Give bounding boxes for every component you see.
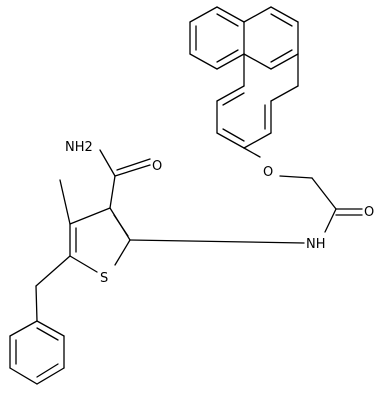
bond xyxy=(69,255,98,273)
bond-double xyxy=(116,158,151,171)
phenyl-ring xyxy=(9,320,65,385)
bond xyxy=(36,320,65,337)
bond xyxy=(216,6,245,23)
bond xyxy=(69,207,111,225)
bond xyxy=(243,132,272,149)
bond xyxy=(270,85,299,102)
ether-oxygen-label: O xyxy=(263,165,273,180)
bond xyxy=(216,53,245,70)
bond xyxy=(324,208,337,233)
amide-nh-label: NH xyxy=(306,237,326,252)
amide-oxygen-label: O xyxy=(152,159,162,174)
ether-linkage xyxy=(216,53,299,158)
bond-double xyxy=(36,327,59,341)
bond xyxy=(129,239,305,244)
bond-double xyxy=(270,49,293,63)
thiophene-ring xyxy=(69,207,131,273)
bond xyxy=(9,367,38,385)
bond xyxy=(109,175,116,209)
bond xyxy=(9,320,38,337)
bond-double xyxy=(36,363,59,378)
bond-double xyxy=(270,13,293,27)
methyl-bond xyxy=(59,179,71,225)
bond xyxy=(216,132,245,149)
bond xyxy=(270,53,299,70)
bond-double xyxy=(113,214,129,237)
bond-double xyxy=(222,128,245,142)
benzyl-bond xyxy=(35,285,38,322)
bond xyxy=(189,6,218,23)
bond xyxy=(270,6,299,23)
acetamide-chain xyxy=(279,175,363,233)
bond-double xyxy=(216,49,239,63)
benzyl-bond xyxy=(35,255,71,287)
bond xyxy=(243,6,272,23)
bond xyxy=(243,53,272,70)
bond xyxy=(114,164,151,177)
bond xyxy=(311,177,337,210)
naphthalene-ring xyxy=(189,6,299,70)
bond-double xyxy=(222,92,245,106)
bond xyxy=(99,149,116,177)
bond xyxy=(279,175,313,179)
bond-double xyxy=(216,13,239,27)
bond xyxy=(216,85,245,102)
bond xyxy=(243,147,261,158)
sulfur-label: S xyxy=(100,271,108,286)
bond xyxy=(114,239,131,266)
bond xyxy=(36,367,65,385)
acyl-oxygen-label: O xyxy=(364,205,374,220)
carboxamide-group xyxy=(99,149,151,209)
bond xyxy=(189,53,218,70)
amide-nh2-label: NH2 xyxy=(65,140,93,155)
